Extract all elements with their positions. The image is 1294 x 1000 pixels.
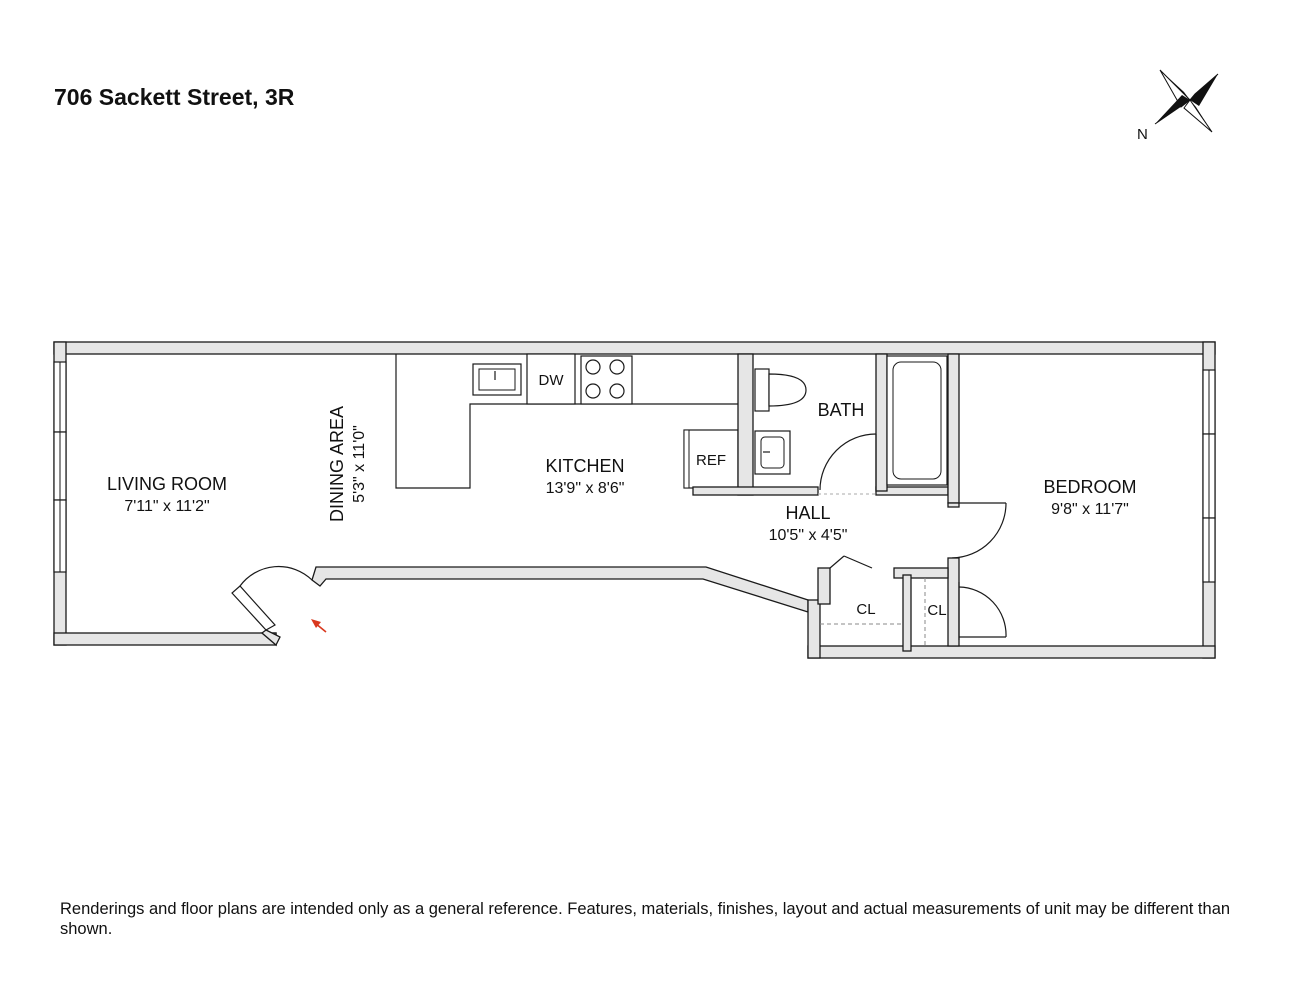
dishwasher-label: DW [539, 372, 565, 389]
bedroom-dims: 9'8" x 11'7" [1051, 501, 1129, 518]
compass-icon [1154, 69, 1219, 133]
closet-1-label: CL [856, 601, 875, 618]
toilet-icon [754, 368, 807, 412]
entry-door [231, 565, 313, 647]
bath-door [818, 433, 877, 495]
hall-name: HALL [785, 503, 830, 523]
plan-title: 706 Sackett Street, 3R [54, 84, 295, 110]
bathtub-icon [886, 355, 948, 486]
left-windows [53, 361, 67, 573]
hall-dims: 10'5" x 4'5" [769, 527, 848, 544]
disclaimer-text: Renderings and floor plans are intended … [60, 900, 1231, 938]
dining-area-name: DINING AREA [327, 406, 347, 522]
bath-sink-icon [754, 430, 791, 475]
compass-north-label: N [1137, 126, 1148, 143]
dining-area-dims: 5'3" x 11'0" [351, 425, 368, 503]
refrigerator-label: REF [696, 452, 726, 469]
exterior-walls [53, 341, 1216, 659]
living-room-dims: 7'11" x 11'2" [124, 498, 209, 515]
right-windows [1202, 369, 1216, 583]
bath-name: BATH [818, 400, 865, 420]
entry-arrow-icon [311, 619, 327, 633]
closet-2-label: CL [927, 602, 946, 619]
kitchen-name: KITCHEN [545, 456, 624, 476]
bedroom-name: BEDROOM [1043, 477, 1136, 497]
living-room-name: LIVING ROOM [107, 474, 227, 494]
bedroom-walls [947, 502, 1007, 647]
bath-walls [692, 353, 960, 504]
kitchen-counters [395, 353, 739, 489]
closet-walls [817, 555, 949, 652]
kitchen-dims: 13'9" x 8'6" [546, 480, 625, 497]
